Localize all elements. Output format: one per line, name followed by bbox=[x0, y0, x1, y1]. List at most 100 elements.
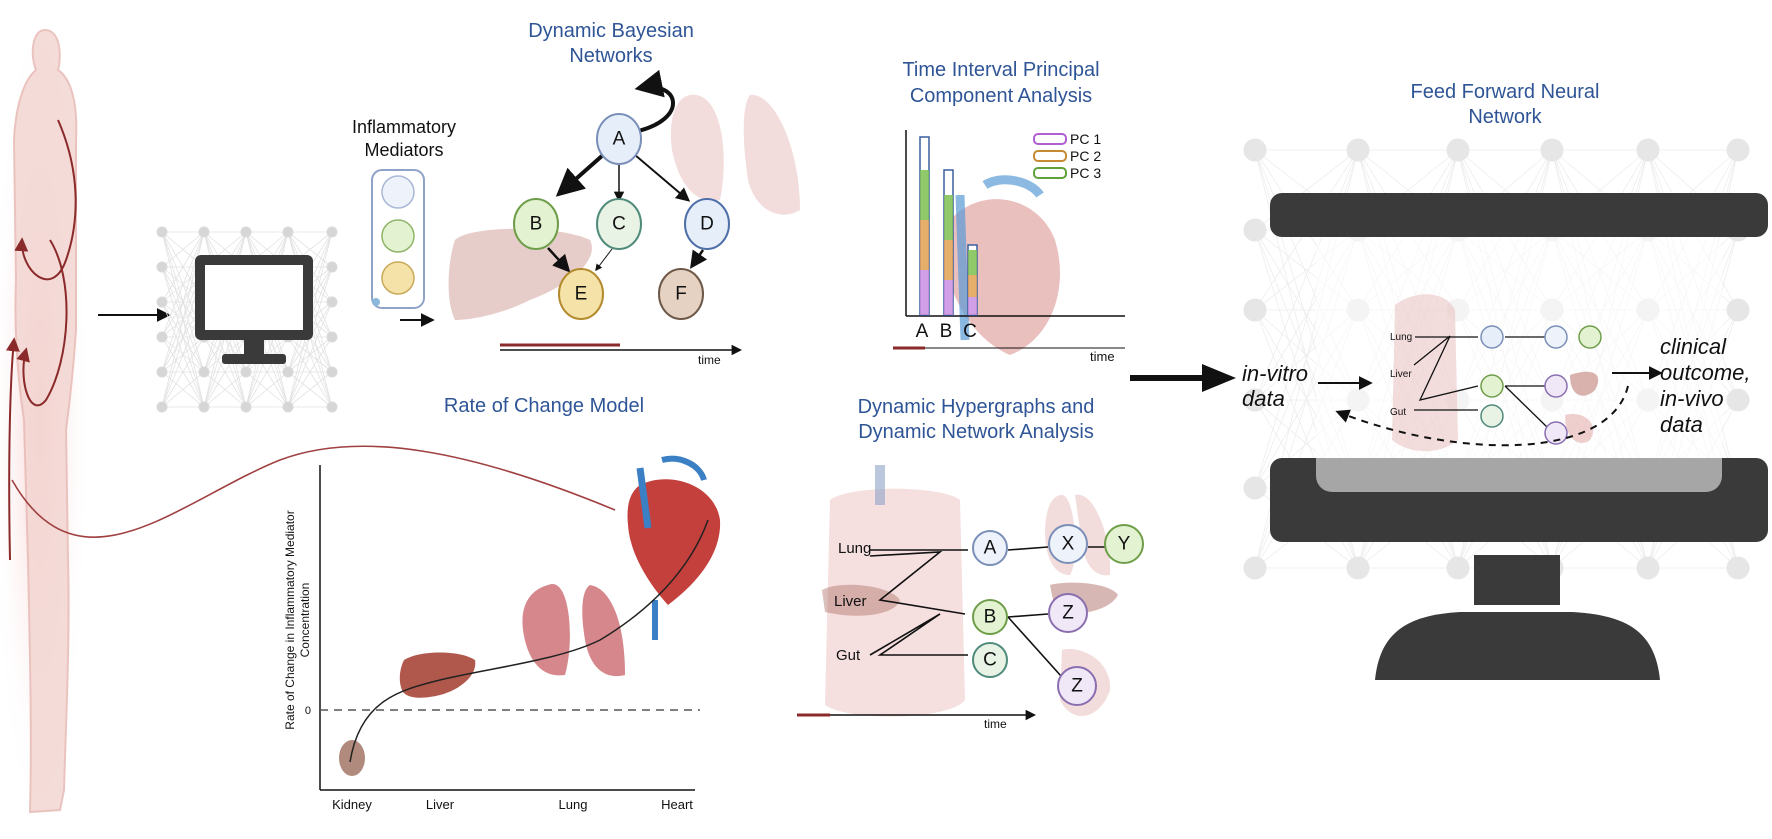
mini-net-edge bbox=[245, 336, 289, 408]
tipca-section: Time Interval Principal Component Analys… bbox=[893, 59, 1125, 364]
mini-net-edge bbox=[287, 336, 333, 408]
lung-left-illustration bbox=[522, 583, 570, 676]
hyper-organ-gut: Gut bbox=[836, 647, 861, 664]
legend-pc2: PC 2 bbox=[1070, 148, 1101, 164]
hyper-node-c: C bbox=[972, 642, 1008, 678]
ffnn-net-node bbox=[1636, 138, 1660, 162]
dbn-node-f: F bbox=[658, 268, 704, 320]
dbn-node-e: E bbox=[558, 268, 604, 320]
mini-net-node bbox=[198, 226, 210, 238]
human-body-illustration bbox=[0, 0, 616, 839]
ffnn-net-node bbox=[1540, 138, 1564, 162]
kidney-illustration bbox=[339, 740, 365, 776]
roc-title: Rate of Change Model bbox=[444, 395, 644, 417]
svg-text:E: E bbox=[575, 284, 588, 305]
dbn-node-d: D bbox=[684, 198, 730, 250]
mini-net-node bbox=[282, 226, 294, 238]
ffnn-output-line2: outcome, bbox=[1660, 360, 1751, 385]
hyper-time-label: time bbox=[984, 717, 1007, 731]
svg-text:A: A bbox=[984, 538, 997, 559]
roc-curve bbox=[349, 519, 709, 763]
mini-net-node bbox=[156, 366, 168, 378]
svg-text:B: B bbox=[530, 214, 543, 235]
bar-label-c: C bbox=[963, 321, 977, 342]
dbn-time-label: time bbox=[698, 353, 721, 367]
mini-net-node bbox=[282, 401, 294, 413]
hyper-organ-lung: Lung bbox=[838, 540, 871, 557]
mini-net-edge bbox=[287, 301, 333, 408]
bar-label-b: B bbox=[940, 321, 953, 342]
mini-net-node bbox=[240, 226, 252, 238]
svg-text:X: X bbox=[1062, 534, 1075, 555]
hyper-organ-liver: Liver bbox=[834, 593, 867, 610]
mini-net-node bbox=[326, 226, 338, 238]
dbn-title-line2: Networks bbox=[569, 45, 652, 67]
tipca-title-line2: Component Analysis bbox=[910, 85, 1092, 107]
dbn-section: Dynamic Bayesian Networks A B C D E F ti… bbox=[448, 20, 800, 367]
legend-pc3: PC 3 bbox=[1070, 165, 1101, 181]
svg-text:Y: Y bbox=[1118, 534, 1131, 555]
svg-text:D: D bbox=[700, 214, 714, 235]
hyper-node-b: B bbox=[972, 599, 1008, 635]
lung-right-illustration bbox=[582, 585, 625, 677]
mini-net-node bbox=[326, 261, 338, 273]
ffnn-net-node bbox=[1446, 556, 1470, 580]
mini-net-node bbox=[326, 366, 338, 378]
mini-net-node bbox=[156, 226, 168, 238]
mini-net-node bbox=[240, 366, 252, 378]
mini-net-edge bbox=[245, 371, 289, 408]
dbn-node-a: A bbox=[596, 113, 642, 165]
mini-net-edge bbox=[161, 231, 205, 268]
ffnn-title-line2: Network bbox=[1468, 106, 1542, 128]
ffnn-net-node bbox=[1446, 138, 1470, 162]
ffnn-organ-lung: Lung bbox=[1390, 332, 1412, 343]
ffnn-net-node bbox=[1243, 388, 1267, 412]
mini-net-node bbox=[156, 296, 168, 308]
dbn-title-line1: Dynamic Bayesian bbox=[528, 20, 694, 42]
ffnn-net-node bbox=[1243, 218, 1267, 242]
ffnn-net-node bbox=[1346, 556, 1370, 580]
ffnn-net-node bbox=[1243, 556, 1267, 580]
mini-net-node bbox=[282, 366, 294, 378]
tipca-time-label: time bbox=[1090, 349, 1115, 364]
ffnn-title-line1: Feed Forward Neural bbox=[1411, 81, 1600, 103]
mini-net-node bbox=[326, 401, 338, 413]
svg-text:Z: Z bbox=[1062, 603, 1074, 624]
ffnn-output-line3: in-vivo bbox=[1660, 386, 1724, 411]
liver-backdrop bbox=[448, 228, 592, 320]
ffnn-output-line1: clinical bbox=[1660, 334, 1727, 359]
roc-x-kidney: Kidney bbox=[332, 797, 372, 812]
mediators-title-line1: Inflammatory bbox=[352, 117, 456, 137]
heart-illustration bbox=[627, 455, 721, 640]
ffnn-net-node bbox=[1636, 556, 1660, 580]
dbn-node-c: C bbox=[596, 198, 642, 250]
tipca-legend: PC 1 PC 2 PC 3 bbox=[1033, 131, 1101, 181]
roc-x-heart: Heart bbox=[661, 797, 693, 812]
mini-net-node bbox=[156, 261, 168, 273]
ffnn-net-node bbox=[1243, 476, 1267, 500]
pc-bar-c bbox=[967, 244, 978, 316]
roc-ylabel-line2: Concentration bbox=[298, 583, 312, 658]
roc-section: Rate of Change Model 0 Rate of Change in… bbox=[283, 395, 721, 812]
ffnn-output-line4: data bbox=[1660, 412, 1703, 437]
ffnn-net-node bbox=[1346, 138, 1370, 162]
mediators-title-line2: Mediators bbox=[364, 140, 443, 160]
pc-bar-b bbox=[943, 169, 954, 316]
mini-net-node bbox=[326, 296, 338, 308]
arrow-to-ffnn bbox=[1130, 364, 1236, 392]
mini-net-edge bbox=[161, 371, 205, 408]
ffnn-organ-liver: Liver bbox=[1390, 369, 1412, 380]
svg-text:A: A bbox=[613, 129, 626, 150]
hyper-title-line2: Dynamic Network Analysis bbox=[858, 421, 1094, 443]
mini-net-node bbox=[198, 366, 210, 378]
mini-net-edge bbox=[161, 231, 205, 338]
mini-net-edge bbox=[287, 371, 333, 408]
tipca-title-line1: Time Interval Principal bbox=[902, 59, 1099, 81]
mini-net-edge bbox=[203, 371, 247, 408]
pc-bar-a bbox=[919, 136, 930, 316]
ffnn-section: Feed Forward Neural Network Lung Liver G… bbox=[1242, 81, 1768, 680]
mini-net-node bbox=[240, 401, 252, 413]
inflammatory-mediators: Inflammatory Mediators bbox=[352, 117, 456, 309]
mini-net-edge bbox=[161, 336, 205, 408]
